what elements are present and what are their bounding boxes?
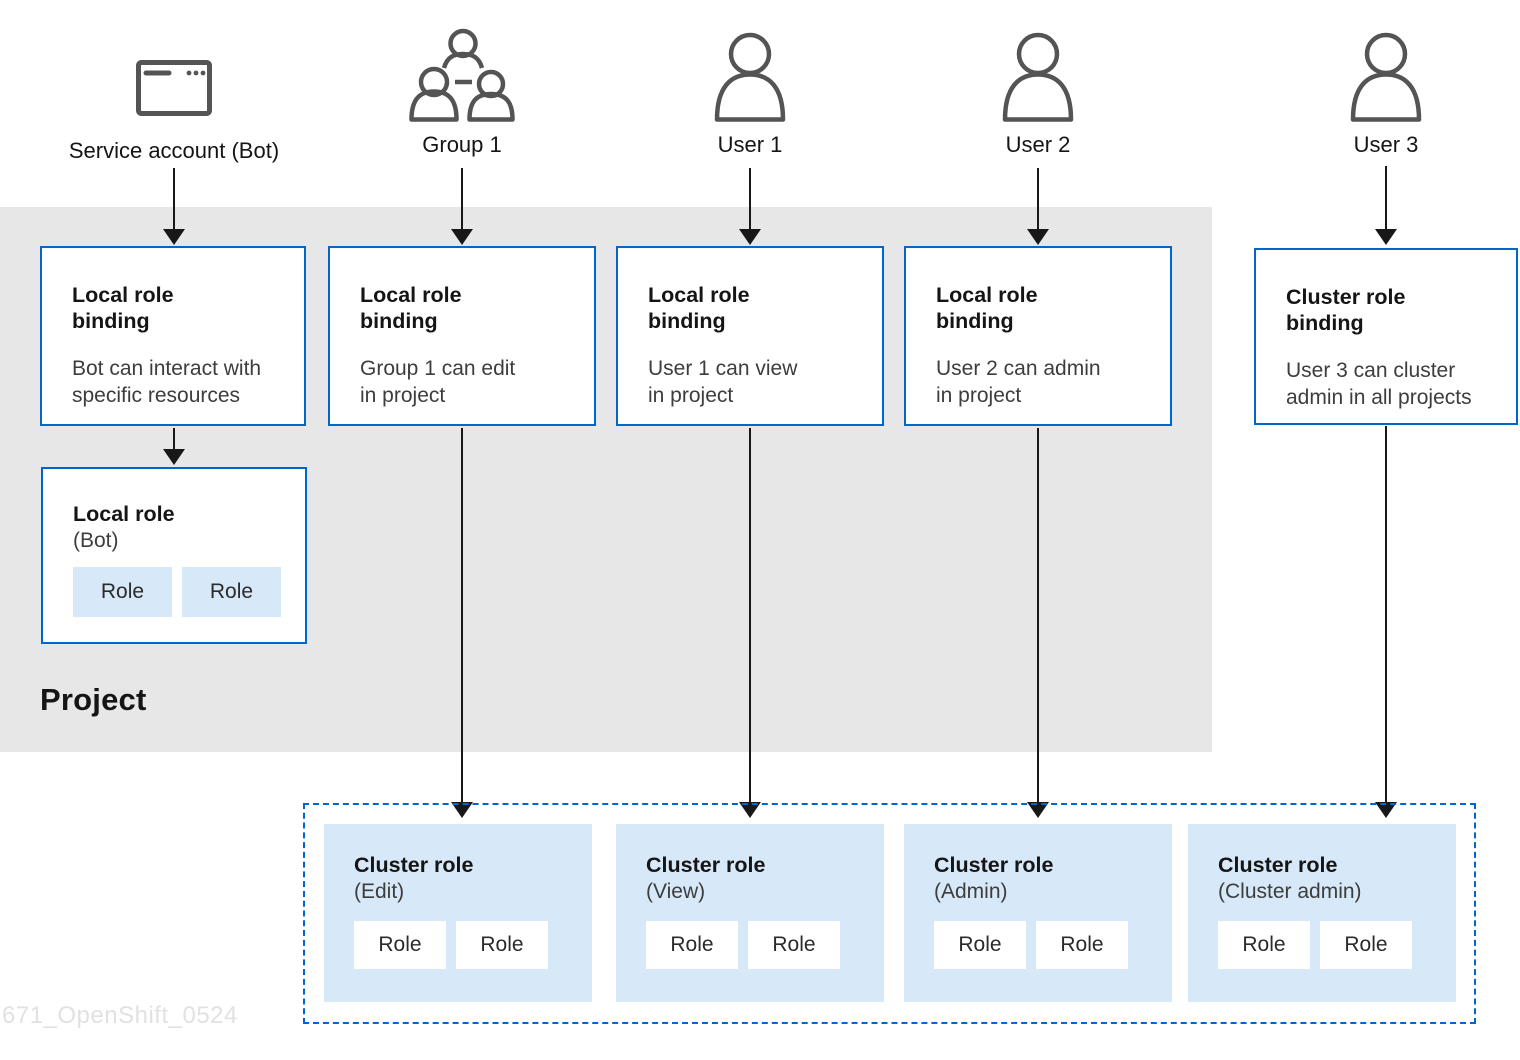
binding-title: Local role binding xyxy=(936,283,1038,333)
actor-user-1: User 1 xyxy=(600,30,900,158)
user-icon xyxy=(1000,30,1076,122)
local-role-binding-box-user1: Local role binding User 1 can view in pr… xyxy=(616,246,884,426)
arrowhead-icon xyxy=(1375,802,1397,818)
arrowhead-icon xyxy=(739,802,761,818)
cluster-role-title: Cluster role xyxy=(646,853,766,877)
binding-title: Local role binding xyxy=(648,283,750,333)
role-chip: Role xyxy=(456,921,548,969)
actor-user-3: User 3 xyxy=(1236,30,1520,158)
arrow-binding-to-cluster-role-edit xyxy=(451,428,473,818)
cluster-role-box-view: Cluster role (View) Role Role xyxy=(616,824,884,1002)
role-chip-row: Role Role xyxy=(73,567,281,617)
arrow-binding-to-cluster-role-cluster-admin xyxy=(1375,426,1397,818)
cluster-role-title: Cluster role xyxy=(1218,853,1338,877)
binding-description: Bot can interact with specific resources xyxy=(72,357,262,407)
role-chip: Role xyxy=(1218,921,1310,969)
group-icon xyxy=(409,28,515,122)
cluster-roles-container xyxy=(303,803,1476,1024)
role-chip-row: Role Role xyxy=(934,921,1152,969)
actor-label: User 3 xyxy=(1353,132,1419,157)
binding-title: Local role binding xyxy=(360,283,462,333)
arrow-binding-to-cluster-role-admin xyxy=(1027,428,1049,818)
arrow-binding-to-local-role xyxy=(163,428,185,465)
user-icon xyxy=(1348,30,1424,122)
arrowhead-icon xyxy=(739,229,761,245)
role-chip-row: Role Role xyxy=(354,921,572,969)
local-role-binding-box-bot: Local role binding Bot can interact with… xyxy=(40,246,306,426)
arrow-group1-to-binding xyxy=(451,168,473,245)
project-label: Project xyxy=(40,682,147,717)
role-box-subtitle: (Bot) xyxy=(73,529,119,552)
role-chip: Role xyxy=(73,567,172,617)
role-chip: Role xyxy=(1036,921,1128,969)
binding-description: User 2 can admin in project xyxy=(936,357,1101,407)
local-role-box-bot: Local role (Bot) Role Role xyxy=(41,467,307,644)
arrow-binding-to-cluster-role-view xyxy=(739,428,761,818)
user-icon xyxy=(712,30,788,122)
binding-title: Local role binding xyxy=(72,283,174,333)
actor-user-2: User 2 xyxy=(888,30,1188,158)
cluster-role-subtitle: (Admin) xyxy=(934,880,1008,903)
arrowhead-icon xyxy=(1375,229,1397,245)
arrowhead-icon xyxy=(1027,229,1049,245)
role-box-title: Local role xyxy=(73,502,175,526)
binding-title: Cluster role binding xyxy=(1286,285,1406,335)
cluster-role-subtitle: (Cluster admin) xyxy=(1218,880,1362,903)
arrowhead-icon xyxy=(163,229,185,245)
role-chip: Role xyxy=(182,567,281,617)
arrow-user1-to-binding xyxy=(739,168,761,245)
role-chip: Role xyxy=(748,921,840,969)
arrow-service-account-to-binding xyxy=(163,168,185,245)
cluster-role-binding-box-user3: Cluster role binding User 3 can cluster … xyxy=(1254,248,1518,425)
cluster-role-box-admin: Cluster role (Admin) Role Role xyxy=(904,824,1172,1002)
role-chip: Role xyxy=(934,921,1026,969)
actor-service-account: Service account (Bot) xyxy=(24,60,324,164)
arrow-user2-to-binding xyxy=(1027,168,1049,245)
actor-label: User 1 xyxy=(717,132,783,157)
local-role-binding-box-group1: Local role binding Group 1 can edit in p… xyxy=(328,246,596,426)
arrowhead-icon xyxy=(1027,802,1049,818)
role-chip-row: Role Role xyxy=(646,921,864,969)
binding-description: User 1 can view in project xyxy=(648,357,798,407)
cluster-role-subtitle: (Edit) xyxy=(354,880,405,903)
browser-window-icon xyxy=(136,60,212,116)
local-role-binding-box-user2: Local role binding User 2 can admin in p… xyxy=(904,246,1172,426)
actor-label: Service account (Bot) xyxy=(68,138,280,163)
arrow-user3-to-binding xyxy=(1375,166,1397,245)
cluster-role-title: Cluster role xyxy=(934,853,1054,877)
arrowhead-icon xyxy=(451,229,473,245)
arrowhead-icon xyxy=(451,802,473,818)
actor-label: Group 1 xyxy=(422,132,502,157)
cluster-role-box-edit: Cluster role (Edit) Role Role xyxy=(324,824,592,1002)
arrowhead-icon xyxy=(163,449,185,465)
binding-description: User 3 can cluster admin in all projects xyxy=(1286,359,1472,409)
role-chip-row: Role Role xyxy=(1218,921,1436,969)
actor-label: User 2 xyxy=(1005,132,1071,157)
role-chip: Role xyxy=(1320,921,1412,969)
actor-group-1: Group 1 xyxy=(312,28,612,158)
cluster-role-box-cluster-admin: Cluster role (Cluster admin) Role Role xyxy=(1188,824,1456,1002)
watermark-text: 671_OpenShift_0524 xyxy=(2,1002,238,1029)
role-chip: Role xyxy=(646,921,738,969)
cluster-role-subtitle: (View) xyxy=(646,880,706,903)
cluster-role-title: Cluster role xyxy=(354,853,474,877)
binding-description: Group 1 can edit in project xyxy=(360,357,516,407)
role-chip: Role xyxy=(354,921,446,969)
